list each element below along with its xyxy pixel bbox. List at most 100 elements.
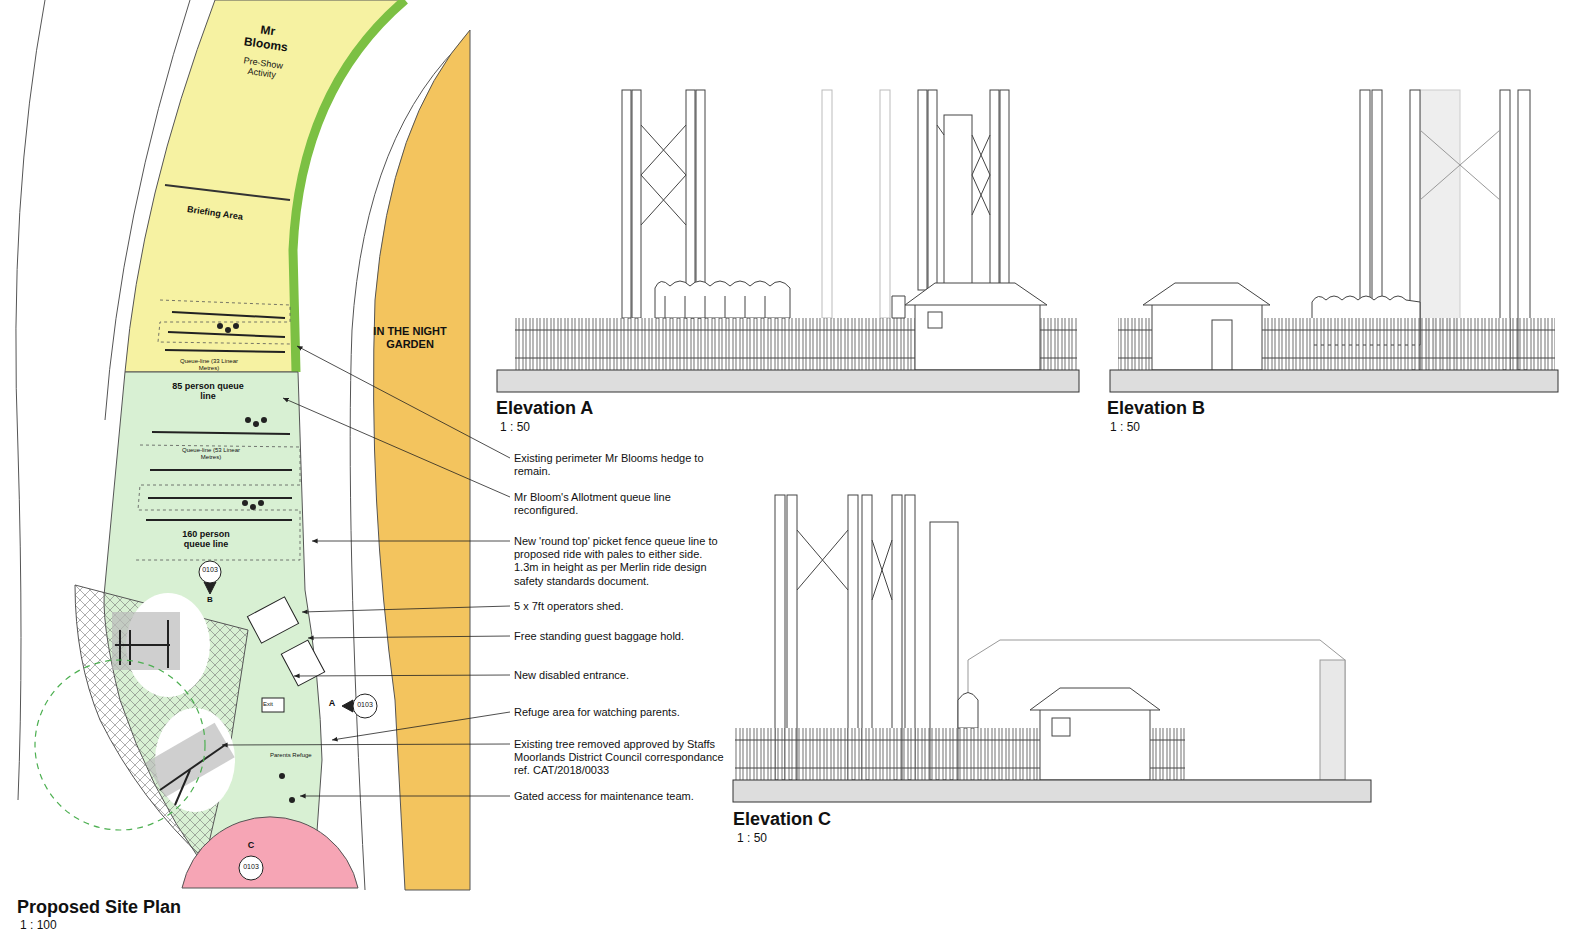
- elevation-a: [918, 90, 927, 290]
- zone-text: C: [236, 840, 266, 850]
- leader-line: [312, 541, 510, 542]
- elevation-a: [497, 90, 1079, 392]
- scale-text: 1 : 50: [737, 831, 817, 845]
- guest-figures: [225, 327, 231, 333]
- ride-area: [129, 630, 131, 665]
- elevation-a: [880, 90, 890, 318]
- note-text: Free standing guest baggage hold.: [514, 630, 734, 643]
- zone-text: 85 person queue line: [172, 381, 244, 402]
- ride-area: [145, 723, 234, 798]
- scale-text: 1 : 100: [20, 918, 100, 932]
- queue-rail: [148, 497, 292, 499]
- elevation-c: [1040, 708, 1150, 780]
- ride-area: [167, 620, 169, 668]
- operators-shed: [262, 698, 284, 712]
- elevation-b: [1212, 320, 1232, 370]
- ride-area: [35, 585, 248, 860]
- guest-figures: [261, 417, 267, 423]
- elevation-a: [1000, 90, 1009, 290]
- zone-label: IN THE NIGHT GARDEN: [355, 325, 465, 350]
- leader-line: [222, 346, 510, 796]
- elevation-b: [1420, 130, 1500, 200]
- elevation-b: [1360, 90, 1370, 320]
- ride-area: [35, 660, 205, 830]
- queue-rail: [165, 350, 285, 352]
- operators-shed: [247, 597, 324, 712]
- elevation-b: [1152, 303, 1262, 370]
- note-text: 5 x 7ft operators shed.: [514, 600, 734, 613]
- note-text: Existing perimeter Mr Blooms hedge to re…: [514, 452, 719, 478]
- guest-figures: [233, 323, 239, 329]
- road-line: [16, 0, 45, 800]
- ride-area: [115, 620, 225, 805]
- guest-figures: [253, 421, 259, 427]
- night-garden-zone: [374, 30, 470, 890]
- elevation-b: [1372, 90, 1382, 320]
- zone-text: IN THE NIGHT GARDEN: [355, 325, 465, 350]
- scale-text: 1 : 50: [500, 420, 580, 434]
- zone-text: 0103: [352, 701, 378, 709]
- section-marker: C0103: [236, 840, 266, 871]
- zone-text: A: [326, 698, 338, 708]
- view-title: Elevation B: [1107, 398, 1327, 420]
- guest-figures: [245, 417, 251, 423]
- leader-line: [332, 712, 510, 740]
- note-text: Gated access for maintenance team.: [514, 790, 734, 803]
- zone-text: Queue-line (33 Linear Metres): [178, 358, 240, 372]
- elevation-c: [958, 693, 978, 729]
- elevation-b: [1143, 283, 1270, 305]
- elevation-c: [733, 780, 1371, 802]
- guest-figures: [250, 504, 256, 510]
- zone-text: 0103: [195, 566, 225, 574]
- plan-text: Parents Refuge: [270, 752, 330, 759]
- guest-figures: [289, 797, 295, 803]
- view-title: Proposed Site Plan: [17, 897, 277, 919]
- mr-blooms-zone: [165, 185, 290, 200]
- scale-text: 1 : 50: [1110, 420, 1190, 434]
- ride-area: [115, 644, 170, 646]
- elevation-a: [822, 90, 890, 318]
- elevation-a: [497, 370, 1079, 392]
- queue-rail: [172, 312, 285, 318]
- section-marker: A 0103: [326, 698, 378, 709]
- leader-line: [294, 675, 510, 676]
- section-marker: [342, 700, 353, 712]
- note-text: New 'round top' picket fence queue line …: [514, 535, 719, 588]
- section-marker: [204, 582, 216, 594]
- elevation-a: [928, 312, 942, 328]
- elevation-a: [892, 296, 905, 318]
- elevation-b: [1110, 370, 1558, 392]
- elevation-a: [632, 90, 641, 318]
- elevation-a: [655, 281, 790, 318]
- elevation-b: [1110, 90, 1558, 392]
- view-title: Elevation A: [496, 398, 716, 420]
- note-text: Existing tree removed approved by Staffs…: [514, 738, 736, 778]
- note-text: Refuge area for watching parents.: [514, 706, 734, 719]
- elevation-a: [822, 90, 832, 318]
- note-text: Mr Bloom's Allotment queue line reconfig…: [514, 491, 714, 517]
- operators-shed: [281, 640, 324, 686]
- queue-rail: [168, 332, 285, 337]
- elevation-a: [928, 90, 937, 290]
- guest-figures: [242, 500, 248, 506]
- queue-path: [135, 300, 300, 560]
- view-title: Elevation C: [733, 809, 953, 831]
- elevation-c: [733, 495, 1371, 802]
- queue-rail: [146, 312, 292, 520]
- leader-line: [283, 398, 510, 497]
- section-marker: [353, 694, 377, 718]
- leader-line: [297, 346, 510, 458]
- elevation-a: [905, 283, 1047, 305]
- elevation-c: [1052, 718, 1070, 736]
- leader-line: [308, 636, 510, 638]
- elevation-a: [990, 90, 999, 290]
- elevation-a: [944, 115, 972, 290]
- zone-label: Queue-line (33 Linear Metres): [178, 358, 240, 372]
- zone-text: B: [195, 595, 225, 604]
- ride-area: [175, 770, 190, 805]
- queue-rail: [152, 432, 290, 434]
- guest-figures: [258, 500, 264, 506]
- leader-line: [302, 606, 510, 612]
- guest-figures: [279, 773, 285, 779]
